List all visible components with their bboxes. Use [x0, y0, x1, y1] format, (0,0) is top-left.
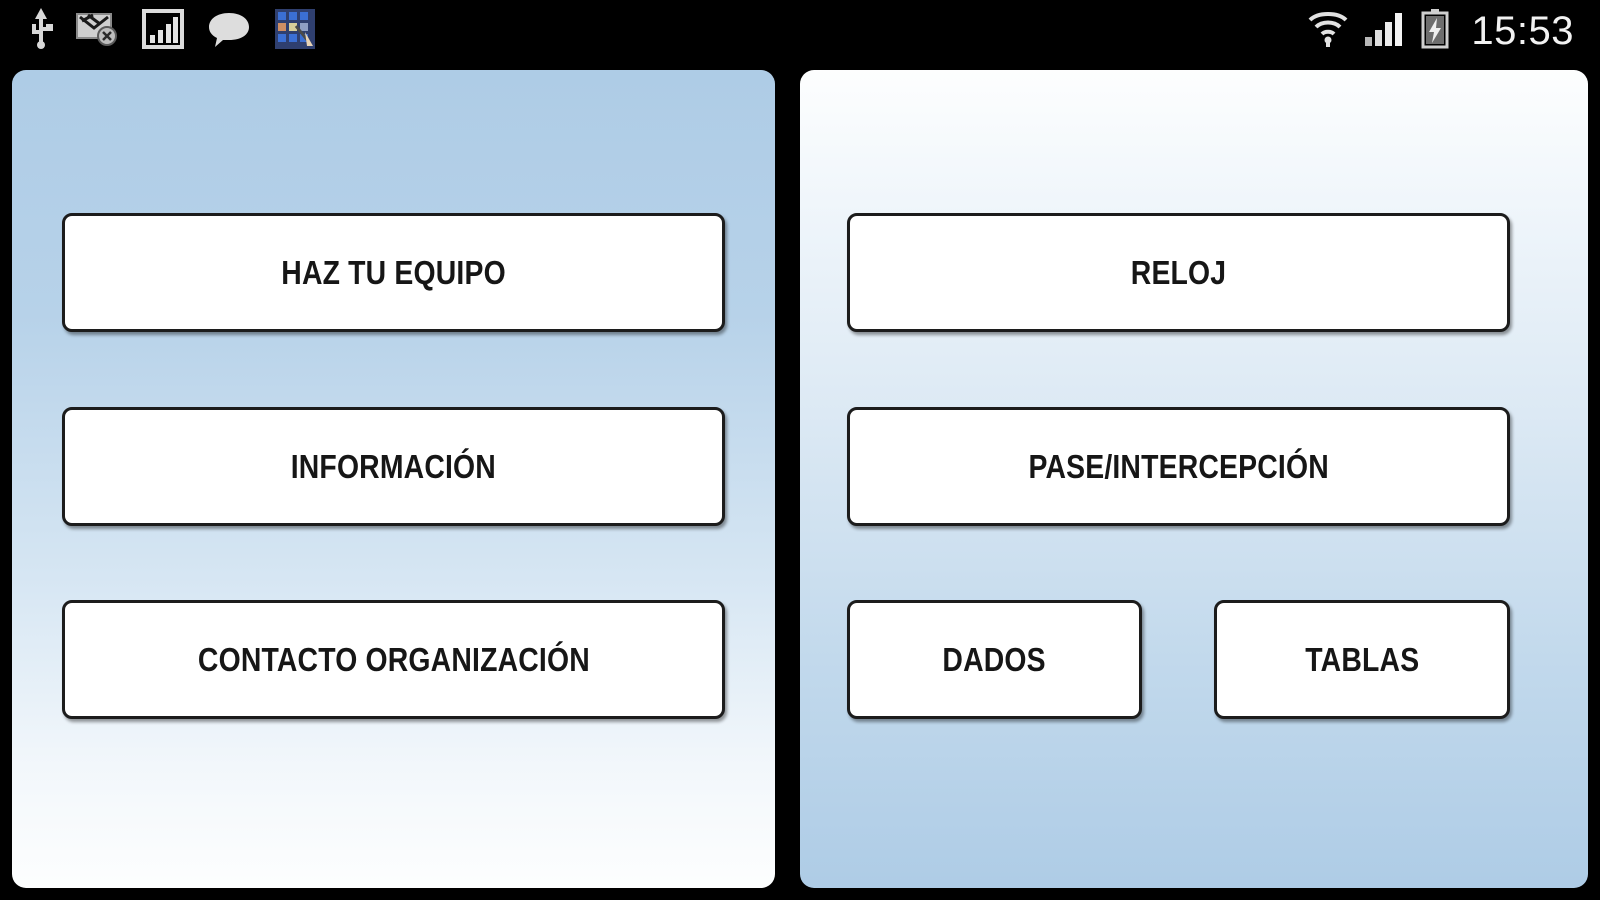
haz-tu-equipo-label: HAZ TU EQUIPO [281, 253, 506, 291]
app-grid-icon [274, 8, 316, 55]
chat-bubble-icon [206, 9, 252, 54]
mail-error-icon [76, 8, 120, 55]
status-bar-right-icons: 15:53 [1307, 0, 1574, 62]
contacto-organizacion-button[interactable]: CONTACTO ORGANIZACIÓN [62, 600, 725, 719]
dados-button[interactable]: DADOS [847, 600, 1142, 719]
left-panel-button-group: HAZ TU EQUIPO INFORMACIÓN CONTACTO ORGAN… [12, 70, 775, 888]
right-panel-button-group: RELOJ PASE/INTERCEPCIÓN DADOS TABLAS [800, 70, 1588, 888]
right-panel: RELOJ PASE/INTERCEPCIÓN DADOS TABLAS [800, 70, 1588, 888]
cellular-signal-icon [1363, 10, 1407, 53]
wifi-icon [1307, 10, 1349, 53]
battery-charging-icon [1421, 8, 1449, 54]
pase-intercepcion-label: PASE/INTERCEPCIÓN [1028, 447, 1329, 485]
tablas-label: TABLAS [1304, 640, 1420, 678]
status-bar-clock: 15:53 [1471, 9, 1574, 53]
status-bar: 15:53 [0, 0, 1600, 62]
usb-icon [28, 7, 54, 55]
data-usage-icon [142, 8, 184, 55]
informacion-label: INFORMACIÓN [290, 447, 497, 485]
reloj-label: RELOJ [1130, 253, 1227, 291]
informacion-button[interactable]: INFORMACIÓN [62, 407, 725, 526]
panels-container: HAZ TU EQUIPO INFORMACIÓN CONTACTO ORGAN… [0, 70, 1600, 900]
contacto-organizacion-label: CONTACTO ORGANIZACIÓN [197, 640, 590, 678]
tablas-button[interactable]: TABLAS [1214, 600, 1510, 719]
pase-intercepcion-button[interactable]: PASE/INTERCEPCIÓN [847, 407, 1510, 526]
status-bar-left-icons [0, 7, 316, 55]
dados-label: DADOS [942, 640, 1047, 678]
haz-tu-equipo-button[interactable]: HAZ TU EQUIPO [62, 213, 725, 332]
reloj-button[interactable]: RELOJ [847, 213, 1510, 332]
left-panel: HAZ TU EQUIPO INFORMACIÓN CONTACTO ORGAN… [12, 70, 775, 888]
